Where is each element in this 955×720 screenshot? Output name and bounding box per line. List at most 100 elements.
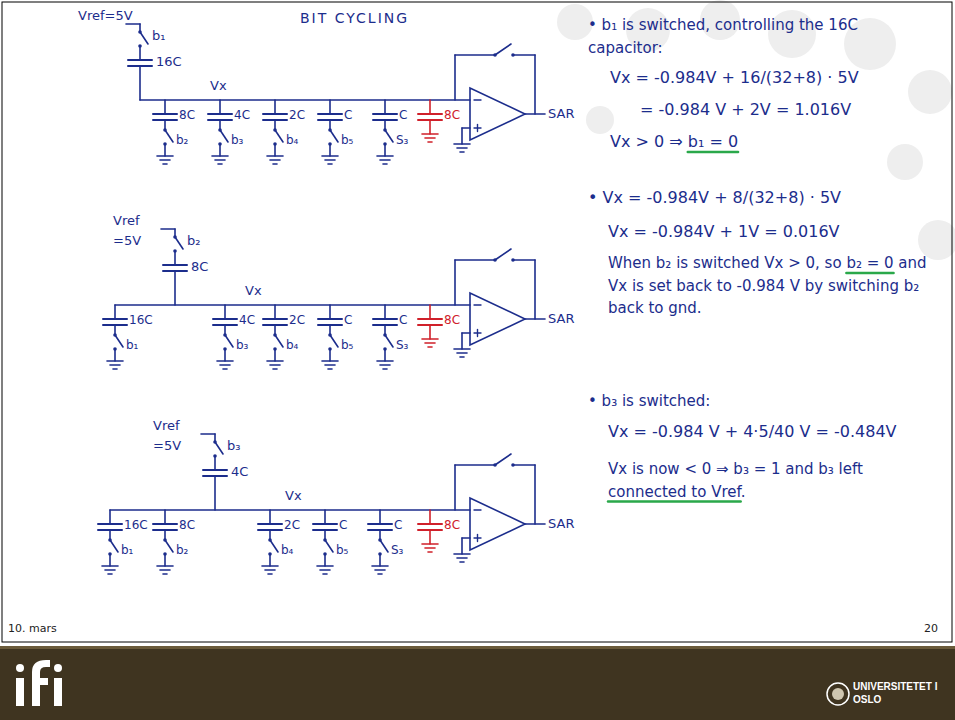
ground-symbol [428, 346, 432, 348]
wire [329, 144, 331, 156]
capacitor-plate [418, 113, 442, 115]
wire [274, 100, 276, 114]
ground-symbol [268, 573, 272, 575]
ground-symbol [317, 565, 333, 567]
circuit-label: b₂ [176, 543, 188, 558]
wire [513, 464, 535, 466]
capacitor-plate [98, 523, 122, 525]
circuit-label: 16C [124, 518, 148, 533]
switch-contact [268, 538, 272, 542]
ground-symbol [113, 368, 117, 370]
circuit-label: 8C [444, 518, 460, 533]
ground-symbol [323, 573, 327, 575]
ground-symbol [325, 364, 335, 366]
ground-symbol [220, 364, 230, 366]
wire [114, 305, 116, 319]
capacitor-plate [418, 523, 442, 525]
switch-blade [140, 32, 148, 44]
green-underline [688, 151, 738, 154]
ground-symbol [270, 364, 280, 366]
wire [269, 510, 271, 524]
green-underline [608, 500, 741, 503]
wire [462, 127, 470, 129]
ground-symbol [425, 342, 435, 344]
switch-contact [113, 333, 117, 337]
ground-symbol [212, 155, 228, 157]
ground-symbol [223, 368, 227, 370]
wire [429, 325, 431, 339]
ground-symbol [273, 368, 277, 370]
circuit-label: Vref =5V [113, 211, 171, 250]
circuit-label: 4C [239, 313, 255, 328]
circuit-label: C [344, 313, 352, 328]
circuit-label: S₃ [396, 133, 408, 148]
circuit-label: b₁ [152, 28, 165, 44]
wire [109, 554, 111, 566]
wire [219, 100, 221, 114]
logo-stem [54, 678, 62, 706]
ground-symbol [160, 569, 170, 571]
ground-symbol [383, 163, 387, 165]
ground-symbol [377, 360, 393, 362]
wire [513, 54, 535, 56]
circuit-label: b₃ [227, 438, 240, 454]
opamp-sign [474, 509, 481, 510]
circuit-label: 2C [289, 313, 305, 328]
ground-symbol [163, 163, 167, 165]
logo-dot [16, 664, 24, 672]
wire [324, 554, 326, 566]
circuit-label: 16C [129, 313, 153, 328]
wire [455, 54, 495, 56]
wire [214, 456, 216, 470]
wire [379, 510, 381, 524]
note-text: • b₁ is switched, controlling the 16C ca… [588, 14, 918, 59]
circuit-label: Vx [245, 283, 262, 299]
switch-blade [325, 540, 333, 552]
ground-symbol [267, 360, 283, 362]
ground-symbol [218, 163, 222, 165]
capacitor-plate [373, 113, 397, 115]
wire [269, 554, 271, 566]
circuit-label: b₃ [231, 133, 243, 148]
ground-symbol [375, 569, 385, 571]
switch-contact [383, 128, 387, 132]
circuit-label: b₅ [336, 543, 348, 558]
switch-contact [213, 440, 217, 444]
wire [384, 305, 386, 319]
circuit-label: b₅ [341, 133, 353, 148]
circuit-label: SAR [548, 516, 574, 532]
switch-contact [323, 538, 327, 542]
circuit-label: b₁ [126, 338, 138, 353]
ground-symbol [322, 360, 338, 362]
ground-symbol [163, 573, 167, 575]
circuit-label: Vx [210, 78, 227, 94]
wire [429, 530, 431, 544]
ground-symbol [460, 356, 464, 358]
switch-blade [495, 44, 511, 55]
ground-symbol [267, 155, 283, 157]
circuit-label: 8C [191, 259, 208, 275]
wire [274, 305, 276, 319]
university-seal [832, 688, 844, 700]
logo-stem [16, 678, 24, 706]
opamp-sign [477, 125, 478, 132]
wire [384, 349, 386, 361]
circuit-label: Vx [285, 488, 302, 504]
capacitor-plate [103, 318, 127, 320]
note-text: • Vx = -0.984V + 8/(32+8) · 5V [588, 188, 841, 208]
opamp-sign [477, 330, 478, 337]
ground-symbol [157, 565, 173, 567]
wire [429, 120, 431, 134]
ground-symbol [377, 155, 393, 157]
footer-text: 10. mars [8, 622, 57, 636]
logo-f [32, 660, 50, 706]
circuit-label: b₂ [176, 133, 188, 148]
decor-circle [908, 70, 952, 114]
switch-blade [115, 335, 123, 347]
green-underline [846, 272, 893, 275]
ref-stub [201, 433, 215, 435]
circuit-label: Vref=5V [78, 6, 136, 26]
circuit-label: b₅ [341, 338, 353, 353]
footer-text: 20 [924, 622, 938, 636]
ref-stub [161, 228, 175, 230]
